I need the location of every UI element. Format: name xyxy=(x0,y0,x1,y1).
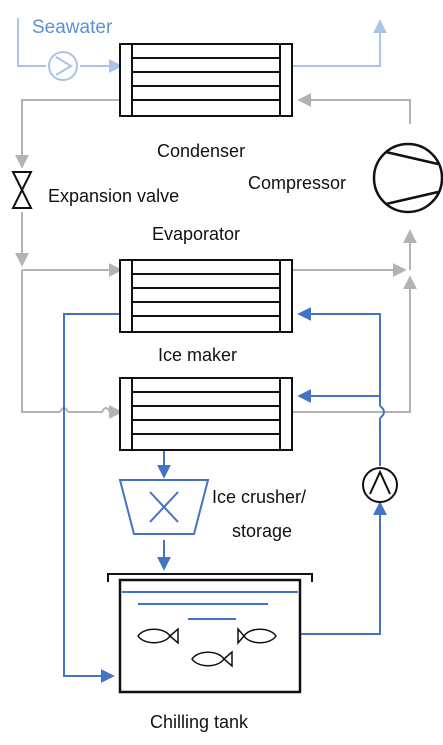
evaporator-to-tank-line xyxy=(63,313,120,683)
condenser-outlet-line xyxy=(15,99,120,169)
tank-to-pump-line xyxy=(298,501,387,635)
seawater-circuit xyxy=(17,18,387,73)
ice-crusher-icon xyxy=(118,479,210,535)
ice-crusher-label-line2: storage xyxy=(232,521,292,541)
ice-crusher-label-line1: Ice crusher/ xyxy=(212,487,306,507)
seawater-label: Seawater xyxy=(32,17,113,38)
expansion-valve-label: Expansion valve xyxy=(48,186,179,206)
seawater-outlet-line xyxy=(292,19,387,67)
ice-maker-heat-exchanger xyxy=(119,377,293,451)
refrigerant-circuit xyxy=(15,93,417,419)
compressor-label: Compressor xyxy=(248,173,346,193)
evaporator-label: Evaporator xyxy=(152,224,240,244)
fish-icon xyxy=(237,626,277,646)
ice-maker-label: Ice maker xyxy=(158,345,237,365)
chilling-tank xyxy=(107,573,313,694)
evaporator-water-inlet-line xyxy=(297,307,381,396)
expansion-valve-icon xyxy=(11,171,33,209)
fish-icon xyxy=(137,627,179,645)
fish-icon xyxy=(191,650,233,668)
compressor-discharge-line xyxy=(297,93,411,124)
chilling-tank-label: Chilling tank xyxy=(150,712,249,732)
compressor-icon xyxy=(372,142,443,214)
evaporator-heat-exchanger xyxy=(119,259,293,333)
ice-maker-feed-line-2 xyxy=(68,405,123,419)
seawater-inlet-line xyxy=(17,18,46,67)
ice-maker-feed-line-1 xyxy=(21,270,60,413)
chilled-water-pump-icon xyxy=(362,467,398,503)
condenser-label: Condenser xyxy=(157,141,245,161)
condenser-heat-exchanger xyxy=(119,43,293,117)
ice-maker-outlet-line xyxy=(292,275,417,413)
chilled-water-circuit xyxy=(63,307,387,683)
crossover-2 xyxy=(379,405,385,419)
seawater-pump-icon xyxy=(48,51,78,81)
